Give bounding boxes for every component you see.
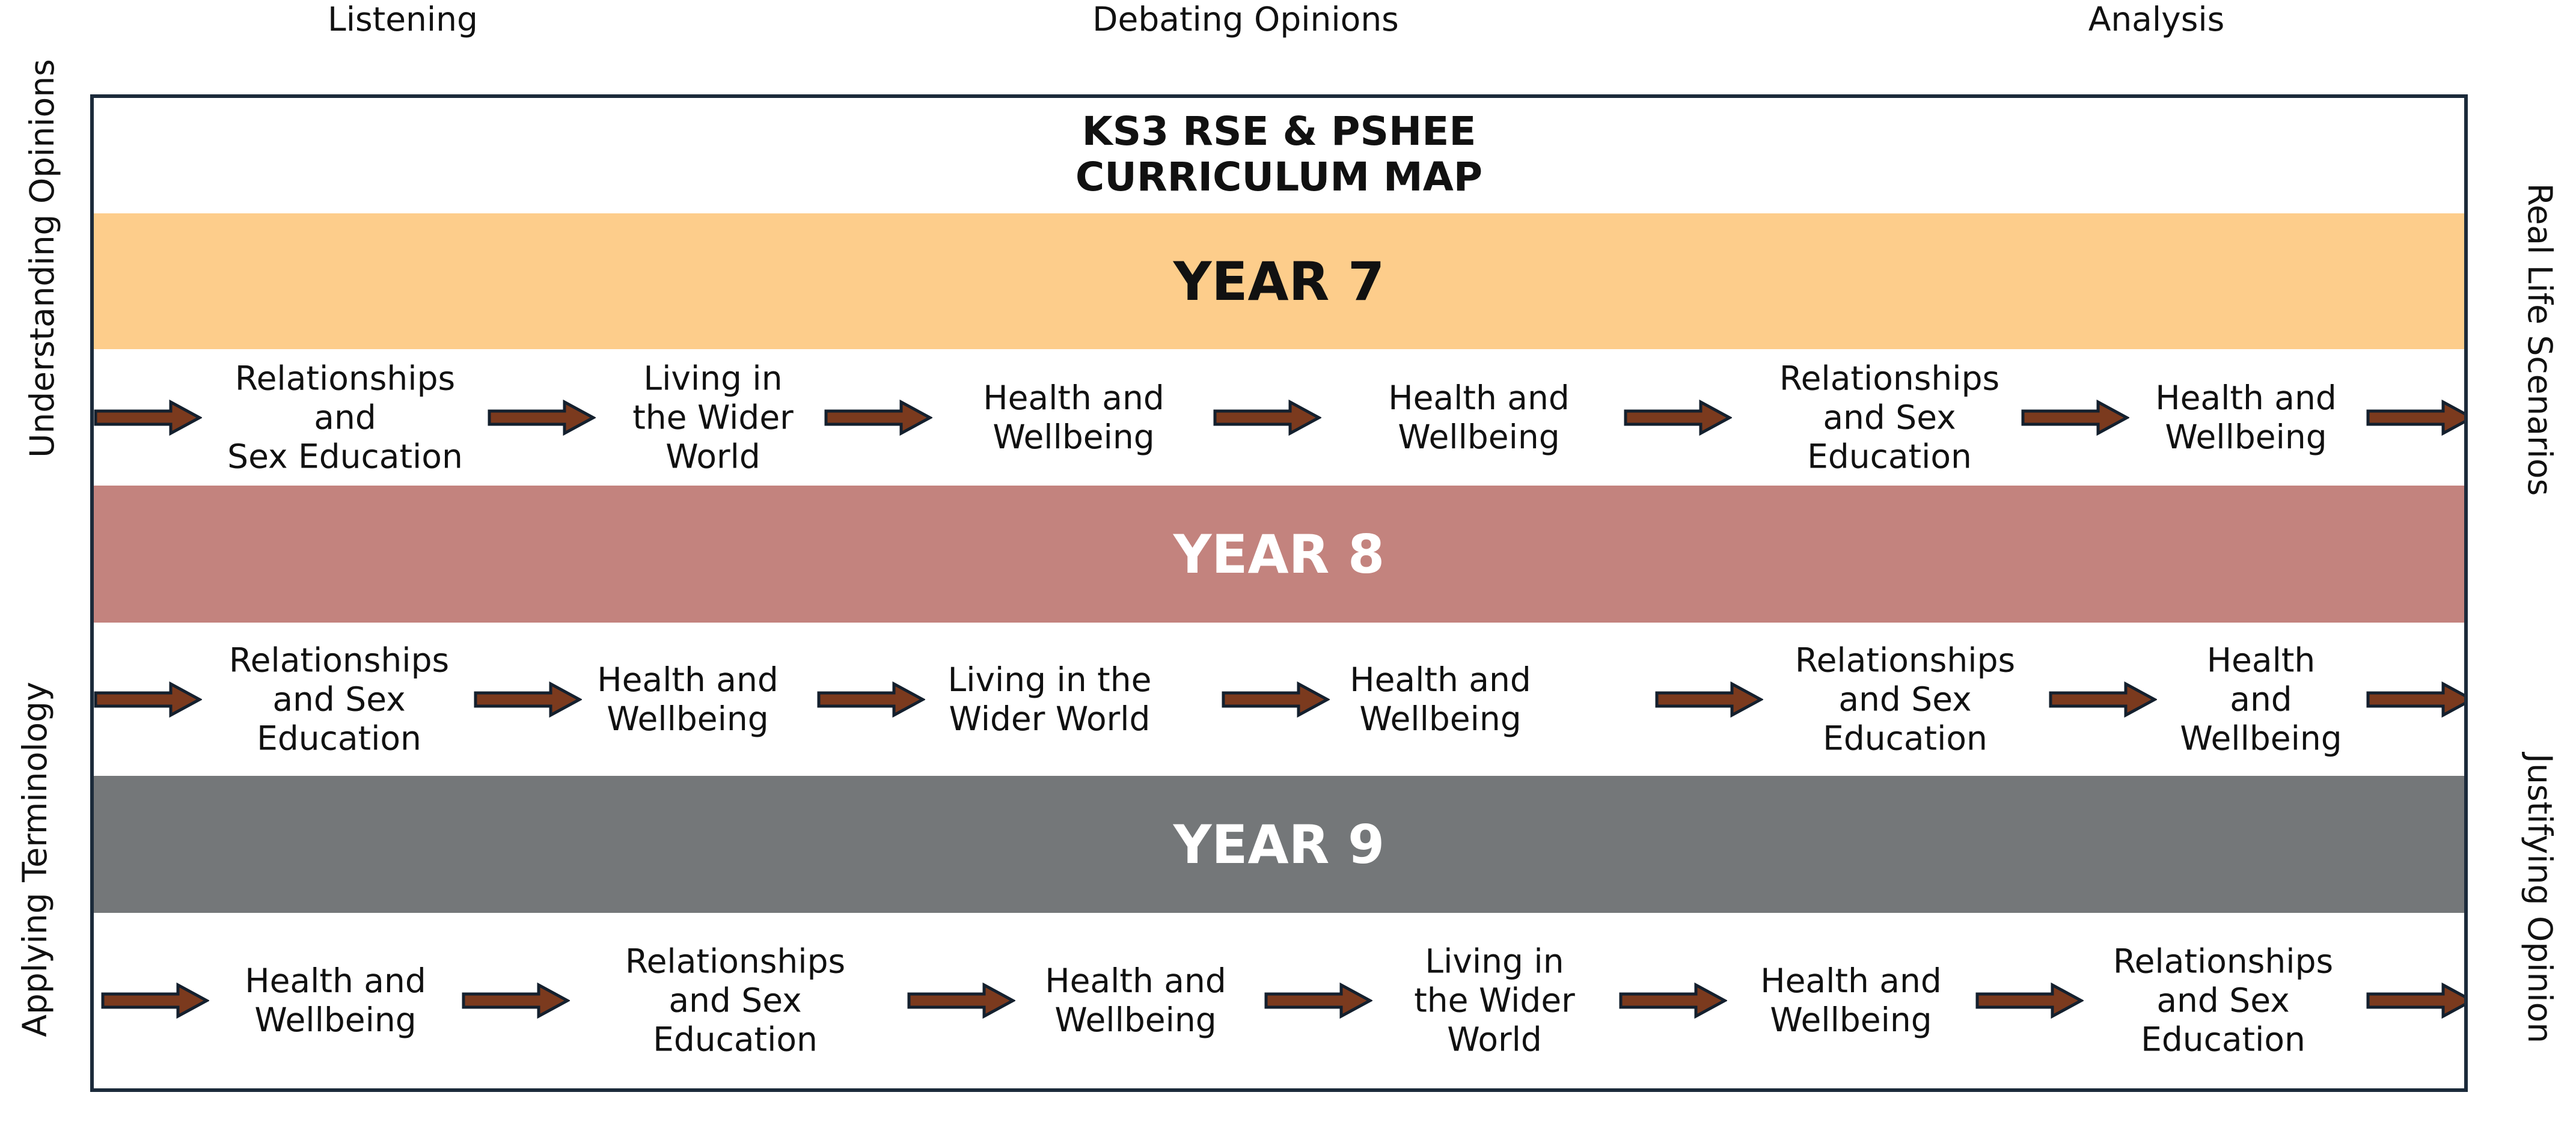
year-8-arrow-2	[474, 681, 582, 718]
year-7-arrow-4	[1213, 399, 1321, 436]
year-9-topic-6: Relationships and Sex Education	[2113, 942, 2334, 1059]
year-8-arrow-3	[817, 681, 925, 718]
year-9-arrow-4	[1264, 983, 1372, 1019]
year-8-topic-2: Health and Wellbeing	[597, 660, 779, 738]
skill-label-understanding-opinions: Understanding Opinions	[23, 59, 61, 458]
year-7-topic-1: Relationships and Sex Education	[227, 359, 463, 475]
year-8-arrow-6	[2049, 681, 2157, 718]
year-9-arrow-3	[907, 983, 1015, 1019]
year-7-topic-5: Relationships and Sex Education	[1779, 359, 2000, 475]
year-9-topic-row: Health and Wellbeing Relationships and Se…	[94, 913, 2464, 1088]
skill-label-debating-opinions: Debating Opinions	[1092, 0, 1399, 38]
year-8-topic-3: Living in the Wider World	[947, 660, 1152, 738]
year-9-topic-5: Health and Wellbeing	[1760, 962, 1942, 1039]
year-9-topic-4: Living in the Wider World	[1414, 942, 1575, 1059]
year-7-topic-2: Living in the Wider World	[632, 359, 794, 475]
year-9-arrow-2	[462, 983, 570, 1019]
year-8-arrow-5	[1655, 681, 1763, 718]
year-8-band: YEAR 8	[94, 486, 2464, 623]
map-title: KS3 RSE & PSHEE CURRICULUM MAP	[1075, 108, 1483, 200]
year-9-label: YEAR 9	[1173, 813, 1385, 876]
year-8-topic-6: Health and Wellbeing	[2180, 641, 2342, 757]
year-8-topic-5: Relationships and Sex Education	[1794, 641, 2016, 757]
year-7-arrow-7	[2366, 399, 2464, 436]
year-8-topic-row: Relationships and Sex Education Health an…	[94, 623, 2464, 776]
year-7-arrow-5	[1624, 399, 1732, 436]
year-7-topic-4: Health and Wellbeing	[1388, 378, 1570, 456]
year-8-arrow-1	[94, 681, 202, 718]
year-8-label: YEAR 8	[1173, 523, 1385, 585]
year-7-label: YEAR 7	[1173, 250, 1385, 313]
year-8-arrow-7	[2366, 681, 2464, 718]
year-8-arrow-4	[1222, 681, 1330, 718]
year-7-arrow-1	[94, 399, 202, 436]
year-9-arrow-1	[101, 983, 209, 1019]
year-7-arrow-2	[488, 399, 596, 436]
year-9-band: YEAR 9	[94, 776, 2464, 913]
year-9-arrow-6	[1975, 983, 2084, 1019]
year-8-topic-4: Health and Wellbeing	[1350, 660, 1531, 738]
year-7-topic-row: Relationships and Sex Education Living in…	[94, 349, 2464, 486]
skill-label-analysis: Analysis	[2088, 0, 2225, 38]
year-9-topic-2: Relationships and Sex Education	[625, 942, 846, 1059]
skill-label-listening: Listening	[328, 0, 478, 38]
skill-label-applying-terminology: Applying Terminology	[16, 681, 54, 1037]
year-7-band: YEAR 7	[94, 213, 2464, 349]
year-8-topic-1: Relationships and Sex Education	[228, 641, 450, 757]
curriculum-map-frame: KS3 RSE & PSHEE CURRICULUM MAP YEAR 7 Re…	[90, 94, 2468, 1092]
year-7-arrow-3	[824, 399, 932, 436]
year-7-arrow-6	[2021, 399, 2129, 436]
year-7-topic-3: Health and Wellbeing	[983, 378, 1164, 456]
year-9-topic-3: Health and Wellbeing	[1045, 962, 1226, 1039]
year-9-topic-1: Health and Wellbeing	[245, 962, 426, 1039]
year-9-arrow-5	[1619, 983, 1727, 1019]
skill-label-justifying-opinion: Justifying Opinion	[2521, 753, 2559, 1044]
year-7-topic-6: Health and Wellbeing	[2155, 378, 2337, 456]
year-9-arrow-7	[2366, 983, 2464, 1019]
skill-label-real-life-scenarios: Real Life Scenarios	[2521, 183, 2559, 496]
